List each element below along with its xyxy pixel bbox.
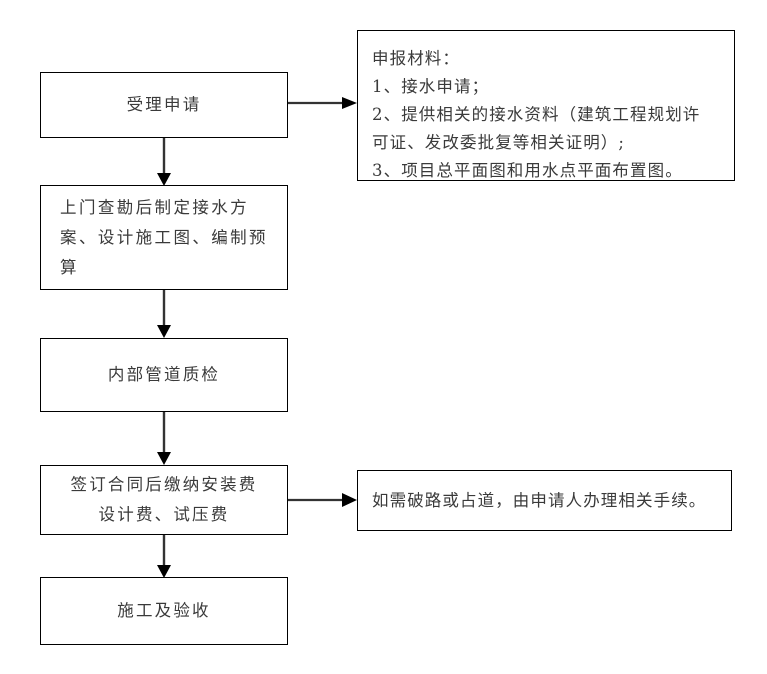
arrowhead-icon <box>157 452 171 465</box>
connector-accept-to-survey <box>155 138 173 186</box>
connector-accept-to-materials <box>288 95 358 111</box>
flow-node-label: 内部管道质检 <box>107 365 221 384</box>
flow-node-label: 受理申请 <box>126 95 202 114</box>
note-box-roadwork-permit: 如需破路或占道，由申请人办理相关手续。 <box>357 470 732 531</box>
arrowhead-icon <box>157 325 171 338</box>
arrowhead-icon <box>342 97 357 109</box>
arrowhead-icon <box>157 565 171 578</box>
connector-inspection-to-contract <box>155 412 173 465</box>
flow-node-accept-application: 受理申请 <box>40 72 288 138</box>
flow-node-survey-and-design: 上门查勘后制定接水方 案、设计施工图、编制预 算 <box>40 185 288 290</box>
note-text: 申报材料： 1、接水申请； 2、提供相关的接水资料（建筑工程规划许 可证、发改委… <box>372 49 701 180</box>
flow-node-label: 上门查勘后制定接水方 案、设计施工图、编制预 算 <box>60 197 268 277</box>
flow-node-label: 签订合同后缴纳安装费 设计费、试压费 <box>70 475 258 524</box>
arrowhead-icon <box>342 493 357 507</box>
flow-node-contract-and-fees: 签订合同后缴纳安装费 设计费、试压费 <box>40 465 288 535</box>
flow-node-label: 施工及验收 <box>117 601 211 620</box>
note-box-application-materials: 申报材料： 1、接水申请； 2、提供相关的接水资料（建筑工程规划许 可证、发改委… <box>357 30 735 181</box>
flow-node-internal-pipe-inspection: 内部管道质检 <box>40 338 288 412</box>
connector-survey-to-inspection <box>155 290 173 338</box>
arrowhead-icon <box>157 173 171 186</box>
note-text: 如需破路或占道，由申请人办理相关手续。 <box>372 490 707 510</box>
connector-contract-to-construction <box>155 535 173 578</box>
connector-contract-to-roadwork-note <box>288 492 358 508</box>
flow-node-construction-and-acceptance: 施工及验收 <box>40 577 288 645</box>
